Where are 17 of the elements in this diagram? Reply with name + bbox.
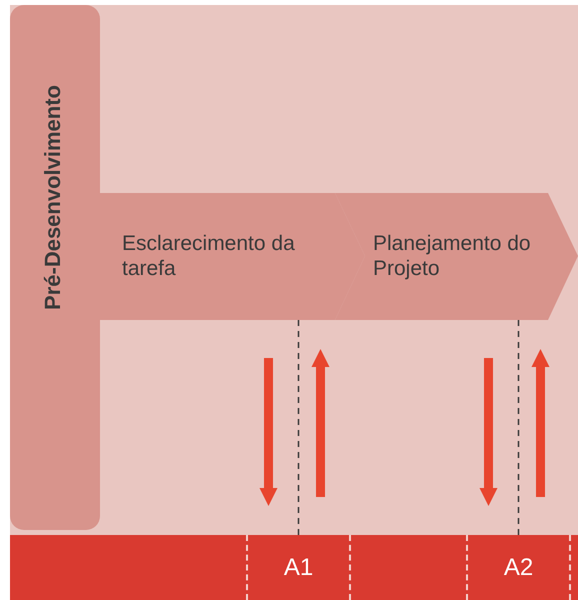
gate-label: A1 bbox=[282, 555, 314, 580]
up-arrow bbox=[312, 349, 330, 497]
step-label: Esclarecimento da tarefa bbox=[122, 231, 296, 281]
gate-box bbox=[466, 535, 571, 600]
step-label: Planejamento do Projeto bbox=[373, 231, 532, 281]
gate-label: A2 bbox=[502, 555, 534, 580]
dashed-line bbox=[518, 320, 520, 535]
down-arrow bbox=[260, 358, 278, 506]
up-arrow bbox=[532, 349, 550, 497]
down-arrow bbox=[480, 358, 498, 506]
dashed-line bbox=[298, 320, 300, 535]
chevron-step bbox=[335, 193, 578, 320]
gate-box bbox=[246, 535, 351, 600]
chevron-step bbox=[100, 193, 365, 320]
phase-title: Pré-Desenvolvimento bbox=[40, 85, 65, 310]
phase-band bbox=[10, 5, 100, 530]
gate-bar bbox=[10, 535, 578, 600]
